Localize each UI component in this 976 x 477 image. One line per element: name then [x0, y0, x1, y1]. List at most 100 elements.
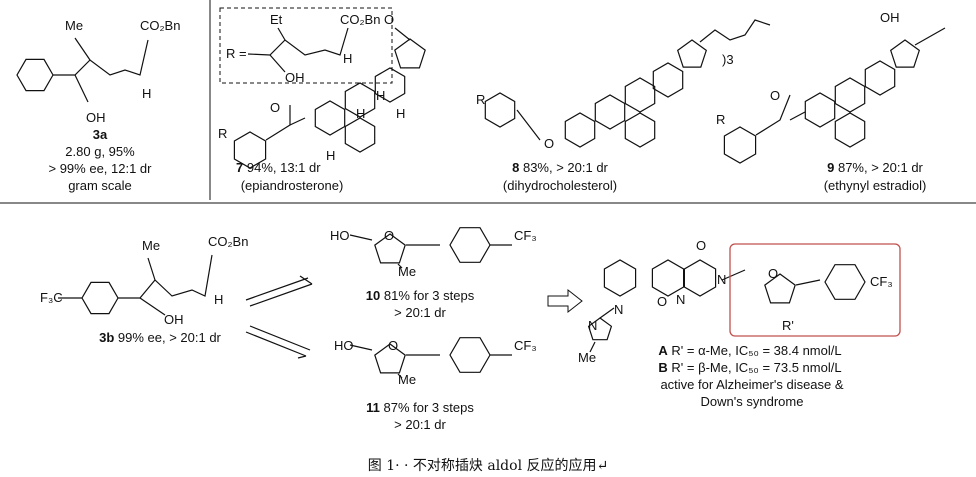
label-r: R: [476, 92, 485, 107]
label-me: Me: [578, 350, 596, 365]
bond: [721, 269, 746, 281]
ring: [676, 39, 708, 68]
label-n: N: [614, 302, 623, 317]
bond: [397, 373, 403, 379]
label-h: H: [326, 148, 335, 163]
ring: [824, 264, 866, 300]
note-3a: gram scale: [68, 178, 132, 193]
activity-b: B R' = β-Me, IC₅₀ = 73.5 nmol/L: [658, 360, 841, 375]
bond: [516, 109, 541, 141]
label-o: O: [270, 100, 280, 115]
name-8: (dihydrocholesterol): [503, 178, 617, 193]
label-n: N: [717, 272, 726, 287]
bond: [289, 117, 306, 126]
ring: [651, 259, 685, 297]
bond: [755, 94, 791, 136]
bond: [699, 19, 771, 43]
figure-caption: 图 1· · 不对称插炔 aldol 反应的应用↵: [367, 458, 609, 474]
label-me: Me: [65, 18, 83, 33]
label-h: H: [396, 106, 405, 121]
result-11: 11 87% for 3 steps: [366, 400, 474, 415]
ring: [683, 259, 717, 297]
label-ester: CO₂Bn: [140, 18, 180, 33]
label-n: N: [588, 318, 597, 333]
ring: [449, 337, 491, 373]
ring: [587, 317, 613, 341]
ring: [449, 227, 491, 263]
label-cf3: CF₃: [514, 228, 537, 243]
ring: [374, 233, 406, 264]
result-7: 7 94%, 13:1 dr: [236, 160, 321, 175]
result-3b: 3b 99% ee, > 20:1 dr: [99, 330, 221, 345]
ring: [834, 112, 866, 148]
ring: [374, 67, 406, 103]
label-h: H: [343, 51, 352, 66]
ring: [594, 94, 626, 130]
name-7: (epiandrosterone): [241, 178, 344, 193]
label-chain: )3: [722, 52, 734, 67]
bond: [247, 27, 349, 56]
bond: [789, 111, 806, 121]
yield-3a: 2.80 g, 95%: [65, 144, 135, 159]
result-10: 10 81% for 3 steps: [366, 288, 475, 303]
ring: [344, 117, 376, 153]
activity-note-2: Down's syndrome: [701, 394, 804, 409]
r-group-box: [219, 7, 393, 84]
label-oh: OH: [285, 70, 305, 85]
result-8: 8 83%, > 20:1 dr: [512, 160, 608, 175]
label-r-prime: R': [782, 318, 794, 333]
label-ho: HO: [334, 338, 354, 353]
label-et: Et: [270, 12, 283, 27]
label-ester: CO₂Bn: [208, 234, 248, 249]
label-ho: HO: [330, 228, 350, 243]
bond: [74, 74, 89, 103]
label-oh: OH: [164, 312, 184, 327]
bond: [74, 37, 91, 61]
bond: [795, 279, 821, 286]
bond: [397, 263, 403, 269]
label-oh: OH: [880, 10, 900, 25]
ring: [603, 259, 637, 297]
label-cf3: CF₃: [870, 274, 893, 289]
dr-10: > 20:1 dr: [394, 305, 446, 320]
retrosynthesis-arrow: [547, 288, 583, 314]
bond: [589, 341, 596, 353]
ring: [764, 273, 796, 304]
label-o: O: [388, 338, 398, 353]
r-group-prefix: R =: [226, 46, 247, 61]
ring: [652, 62, 684, 98]
label-o: O: [696, 238, 706, 253]
label-ester: CO₂Bn: [340, 12, 380, 27]
bond: [914, 27, 946, 46]
ring: [233, 131, 267, 169]
label-o: O: [770, 88, 780, 103]
label-n: N: [676, 292, 685, 307]
selectivity-3a: > 99% ee, 12:1 dr: [49, 161, 153, 176]
label-me: Me: [142, 238, 160, 253]
ring: [804, 92, 836, 128]
ring: [624, 77, 656, 113]
ring: [394, 38, 426, 69]
label-o: O: [544, 136, 554, 151]
bond: [277, 27, 286, 41]
label-ketone-o: O: [384, 12, 394, 27]
bond: [349, 344, 373, 351]
bond: [53, 39, 149, 76]
label-h: H: [214, 292, 223, 307]
ring: [564, 112, 596, 148]
compound-label-3a: 3a: [93, 127, 108, 142]
ring: [484, 92, 516, 128]
ring: [81, 281, 119, 315]
label-cf3: CF₃: [514, 338, 537, 353]
label-oh: OH: [86, 110, 106, 125]
activity-a: A R' = α-Me, IC₅₀ = 38.4 nmol/L: [658, 343, 841, 358]
label-r: R: [716, 112, 725, 127]
label-o: O: [768, 266, 778, 281]
result-9: 9 87%, > 20:1 dr: [827, 160, 923, 175]
ring: [16, 58, 54, 92]
bond: [394, 27, 411, 41]
label-h: H: [142, 86, 151, 101]
label-h: H: [356, 106, 365, 121]
label-cf3: F₃C: [40, 290, 63, 305]
